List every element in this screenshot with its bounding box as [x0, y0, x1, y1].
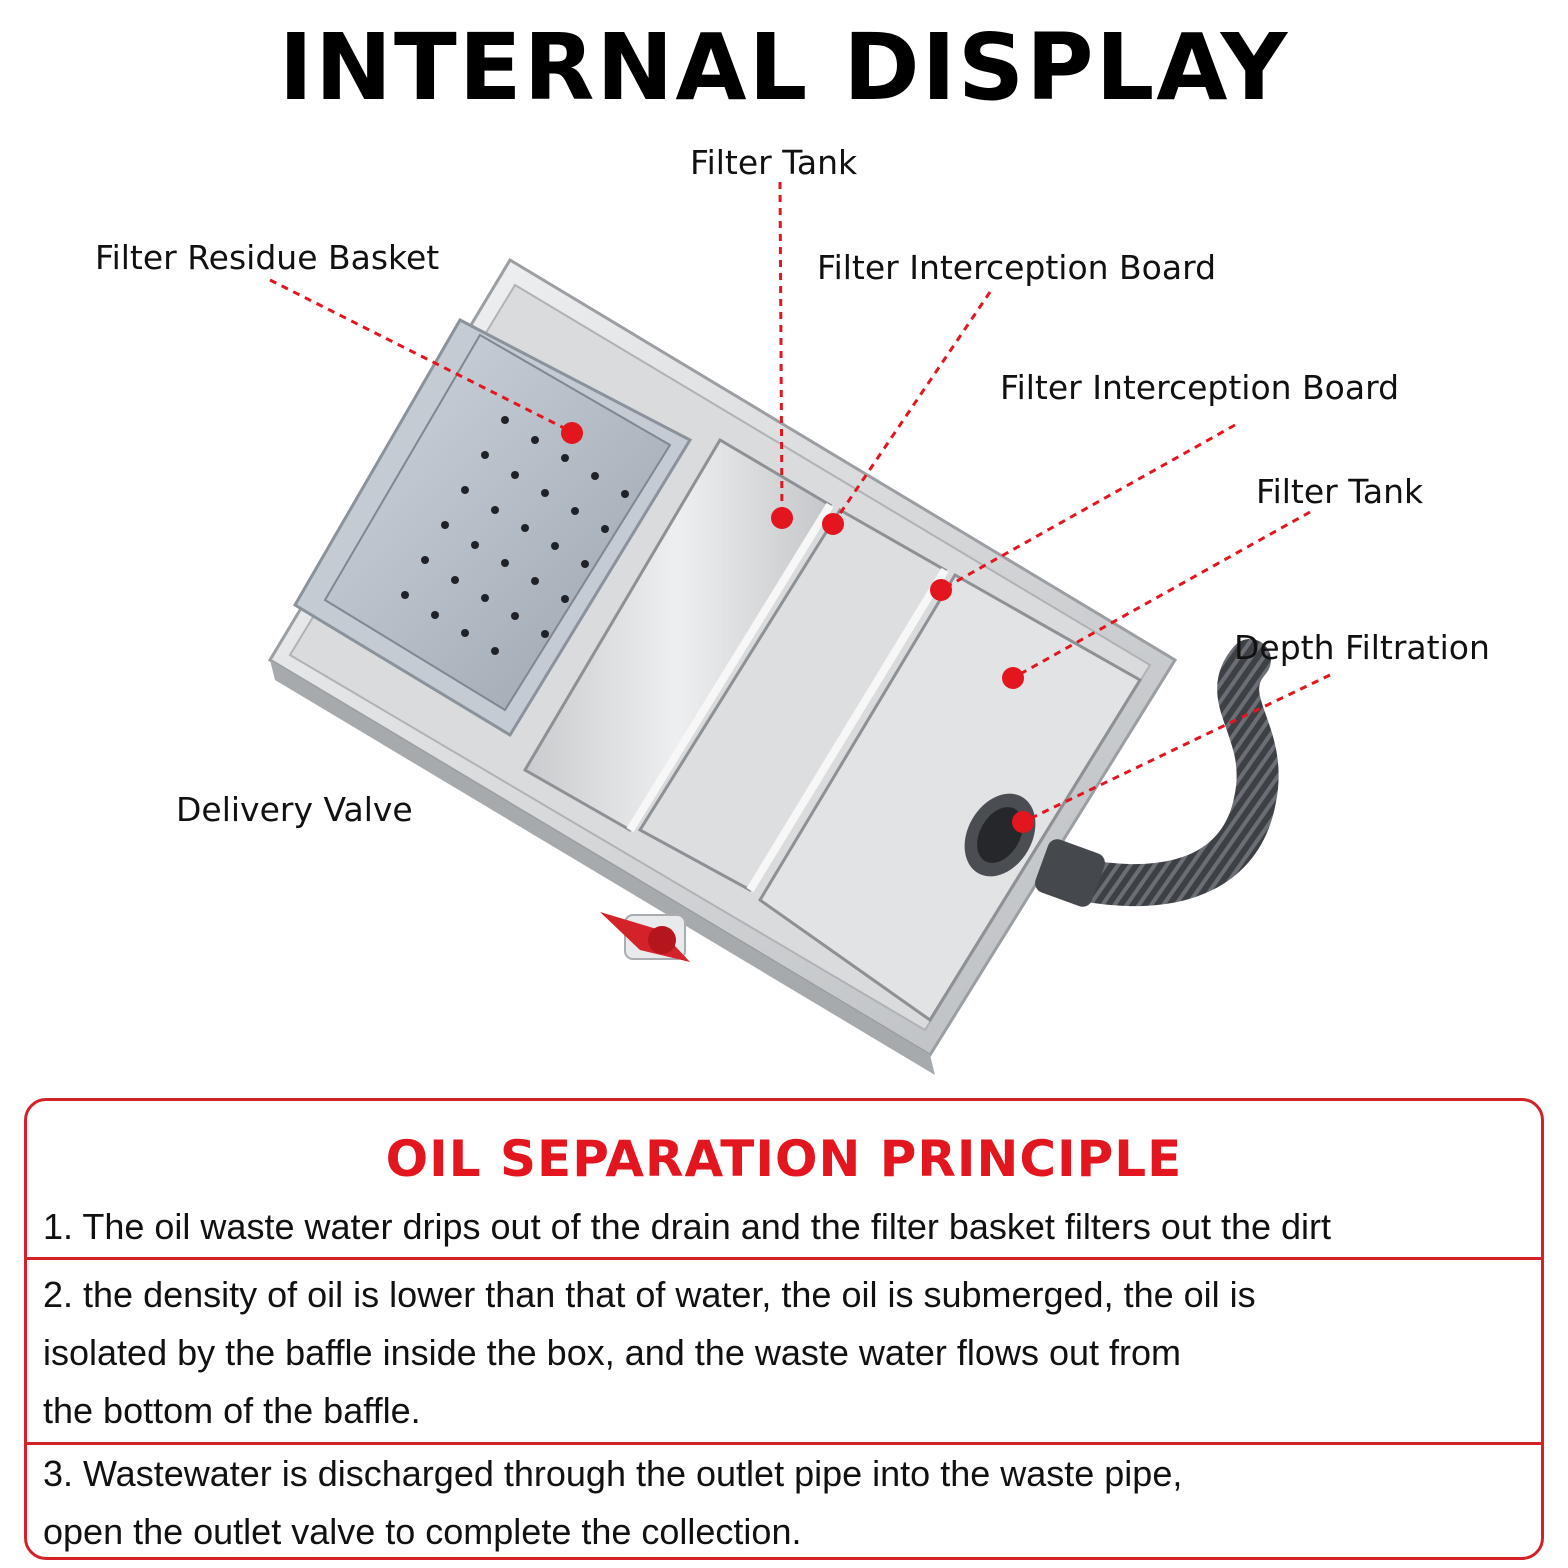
divider — [27, 1257, 1541, 1260]
marker-dot — [822, 513, 844, 535]
marker-dot — [561, 422, 583, 444]
label-filter-tank-right: Filter Tank — [1256, 472, 1424, 511]
step-2-line-2: isolated by the baffle inside the box, a… — [43, 1332, 1181, 1373]
marker-dot — [1002, 667, 1024, 689]
marker-dot — [930, 579, 952, 601]
principle-title: OIL SEPARATION PRINCIPLE — [385, 1130, 1183, 1188]
label-delivery-valve: Delivery Valve — [176, 790, 413, 829]
grease-trap-illustration — [267, 181, 1331, 1075]
divider — [27, 1442, 1541, 1445]
principle-panel: OIL SEPARATION PRINCIPLE 1. The oil wast… — [24, 1098, 1544, 1560]
step-3-line-1: 3. Wastewater is discharged through the … — [43, 1453, 1183, 1494]
label-filter-tank-top: Filter Tank — [690, 143, 858, 182]
label-filter-interception-board-1: Filter Interception Board — [817, 248, 1217, 287]
step-3-line-2: open the outlet valve to complete the co… — [43, 1511, 802, 1552]
step-1-line-1: 1. The oil waste water drips out of the … — [43, 1206, 1332, 1247]
page-title: INTERNAL DISPLAY — [278, 14, 1290, 121]
delivery-valve — [600, 912, 690, 962]
marker-dot — [771, 507, 793, 529]
marker-dot — [1012, 811, 1034, 833]
step-2-line-1: 2. the density of oil is lower than that… — [43, 1274, 1256, 1315]
label-depth-filtration: Depth Filtration — [1234, 628, 1490, 667]
label-filter-residue-basket: Filter Residue Basket — [95, 238, 440, 277]
label-filter-interception-board-2: Filter Interception Board — [1000, 368, 1400, 407]
marker-dots — [561, 422, 1034, 833]
step-2-line-3: the bottom of the baffle. — [43, 1390, 421, 1431]
filter-residue-basket-shape — [292, 318, 693, 738]
leader-lines — [269, 181, 1331, 824]
tank-compartments — [522, 437, 1143, 1023]
